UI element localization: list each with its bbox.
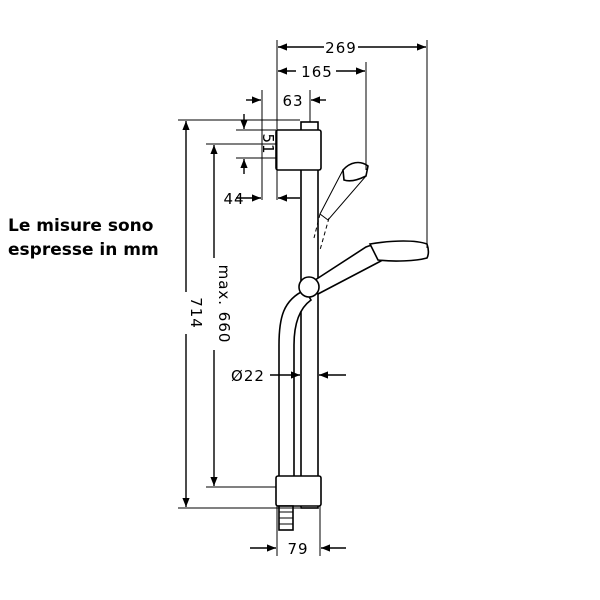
units-note: Le misure sono espresse in mm [8,214,159,262]
dim-63-label: 63 [282,92,303,110]
dim-660-label: max. 660 [215,265,233,344]
dim-269-label: 269 [325,39,357,57]
dim-22-label: Ø22 [231,367,265,385]
units-note-line2: espresse in mm [8,240,159,260]
dim-51-label: 51 [259,133,277,154]
dim-79-label: 79 [287,540,308,558]
dimension-labels: 269 165 63 51 44 714 max. 660 Ø22 79 [177,38,358,558]
dim-165-label: 165 [301,63,333,81]
dim-44-label: 44 [223,190,244,208]
dim-714-label: 714 [187,297,205,329]
top-bracket [275,129,322,171]
holder-knob [298,276,320,298]
bottom-bracket [275,475,322,507]
shower-rail [275,121,430,531]
tilted-shower-head [342,161,369,182]
hand-shower-head [368,240,430,262]
units-note-line1: Le misure sono [8,216,154,236]
rail-bar [300,121,319,509]
